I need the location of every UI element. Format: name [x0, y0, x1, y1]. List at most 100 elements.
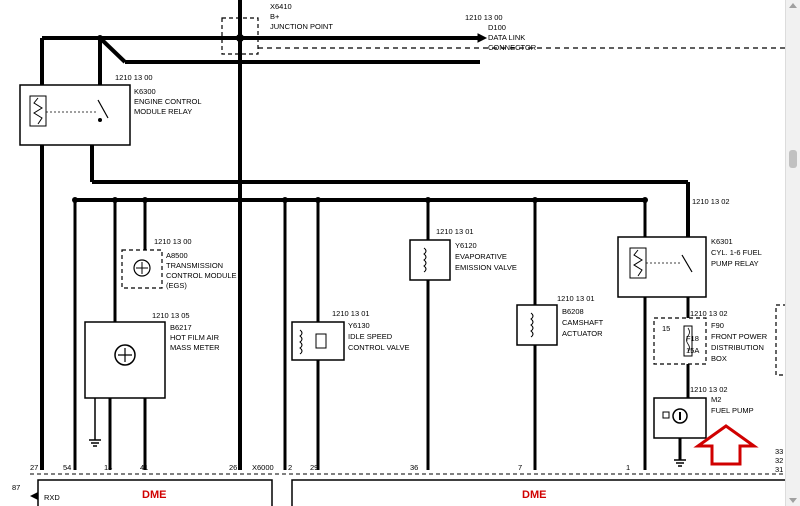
- b6217-symbol: [114, 344, 136, 366]
- y6120-name1: EVAPORATIVE: [455, 252, 507, 261]
- x6000-label: X6000: [252, 463, 274, 472]
- b6208-box: [516, 304, 558, 346]
- m2-name: FUEL PUMP: [711, 406, 754, 415]
- data-link-arrow: [477, 33, 488, 43]
- node-100-38: [97, 35, 103, 41]
- dme-pin-wires: [73, 200, 690, 470]
- b6217-id: B6217: [170, 323, 192, 332]
- red-arrow-annotation: [693, 424, 759, 466]
- b6208-name1: CAMSHAFT: [562, 318, 604, 327]
- a8500-name3: (EGS): [166, 281, 187, 290]
- y6120-coil: [423, 247, 427, 273]
- y6130-box: [291, 321, 345, 361]
- dme-right-label: DME: [522, 489, 546, 501]
- engine-control-relay-k6300: 1210 13 00 K6300 ENGINE CONTROL MODULE R…: [19, 73, 202, 146]
- fuse-f18-element: [686, 327, 690, 353]
- m2-small-square: [662, 411, 670, 419]
- pin-numbers: 27 54 14 41 26 2 29 36 7 1 87 33 32 31: [12, 447, 783, 492]
- a8500-id: A8500: [166, 251, 188, 260]
- d100-ref: 1210 13 00: [465, 13, 503, 22]
- y6120-ref: 1210 13 01: [436, 227, 474, 236]
- node-145-200: [142, 197, 148, 203]
- b6208-coil: [530, 312, 534, 338]
- fuse-id: F18: [686, 334, 699, 343]
- node-535-200: [532, 197, 538, 203]
- vertical-scrollbar[interactable]: [785, 0, 800, 506]
- f90-name3: BOX: [711, 354, 727, 363]
- node-645-200: [642, 197, 648, 203]
- fuel-pump-m2: 1210 13 02 M2 FUEL PUMP: [653, 385, 754, 439]
- d100-id: D100: [488, 23, 506, 32]
- pin-54: 54: [63, 463, 71, 472]
- y6120-id: Y6120: [455, 241, 477, 250]
- y6130-id: Y6130: [348, 321, 370, 330]
- y6120-name2: EMISSION VALVE: [455, 263, 517, 272]
- d100-name1: DATA LINK: [488, 33, 525, 42]
- b6217-ref: 1210 13 05: [152, 311, 190, 320]
- a8500-symbol: [133, 259, 151, 277]
- y6120-box: [409, 239, 451, 281]
- k6301-name2: PUMP RELAY: [711, 259, 759, 268]
- f90-dashed-box: [653, 317, 707, 365]
- data-link-connector-d100: 1210 13 00 D100 DATA LINK CONNECTOR: [465, 13, 537, 52]
- junction-node: [236, 34, 244, 42]
- f90-name2: DISTRIBUTION: [711, 343, 764, 352]
- fuel-pump-relay-k6301: 1210 13 02 K6301 CYL. 1-6 FUEL PUMP RELA…: [617, 197, 762, 298]
- junction-dashed-box: [221, 17, 259, 55]
- relay-diag-feed: [98, 36, 127, 64]
- pin-14: 14: [104, 463, 112, 472]
- pin-29: 29: [310, 463, 318, 472]
- fuse-pin: 15: [662, 324, 670, 333]
- pin-33: 33: [775, 447, 783, 456]
- scroll-down-arrow-icon[interactable]: [789, 498, 797, 503]
- camshaft-actuator-b6208: 1210 13 01 B6208 CAMSHAFT ACTUATOR: [516, 294, 604, 346]
- pin-2: 2: [288, 463, 292, 472]
- y6130-ref: 1210 13 01: [332, 309, 370, 318]
- f90-ref: 1210 13 02: [690, 309, 728, 318]
- b6208-ref: 1210 13 01: [557, 294, 595, 303]
- k6300-id: K6300: [134, 87, 156, 96]
- transmission-control-module-a8500: 1210 13 00 A8500 TRANSMISSION CONTROL MO…: [121, 237, 237, 290]
- m2-id: M2: [711, 395, 721, 404]
- k6300-contact: [98, 118, 102, 122]
- k6300-ref: 1210 13 00: [115, 73, 153, 82]
- b6208-id: B6208: [562, 307, 584, 316]
- k6301-ref: 1210 13 02: [692, 197, 730, 206]
- k6300-name1: ENGINE CONTROL: [134, 97, 202, 106]
- k6300-coil-zigzag: [33, 97, 43, 125]
- dme-connector: DME DME RXD X6000: [30, 463, 790, 506]
- node-285-200: [282, 197, 288, 203]
- f90-name1: FRONT POWER: [711, 332, 768, 341]
- k6301-name1: CYL. 1-6 FUEL: [711, 248, 762, 257]
- dme-left-label: DME: [142, 489, 166, 501]
- b6208-name2: ACTUATOR: [562, 329, 603, 338]
- fuse-f18: [683, 325, 693, 357]
- pin-87: 87: [12, 483, 20, 492]
- node-318-200: [315, 197, 321, 203]
- scroll-up-arrow-icon[interactable]: [789, 3, 797, 8]
- k6300-coil: [29, 95, 47, 127]
- node-428-200: [425, 197, 431, 203]
- k6301-box: [617, 236, 707, 298]
- a8500-symbol-inner: [136, 262, 148, 274]
- idle-speed-valve-y6130: 1210 13 01 Y6130 IDLE SPEED CONTROL VALV…: [291, 309, 410, 361]
- ground-symbol-right: [674, 459, 686, 467]
- pin-36: 36: [410, 463, 418, 472]
- b6217-name2: MASS METER: [170, 343, 220, 352]
- x6410-name2: JUNCTION POINT: [270, 22, 333, 31]
- pin-32: 32: [775, 456, 783, 465]
- fuse-rating: 15A: [686, 346, 699, 355]
- power-bus: [40, 0, 690, 470]
- pin-1: 1: [626, 463, 630, 472]
- pin-26: 26: [229, 463, 237, 472]
- m2-ref: 1210 13 02: [690, 385, 728, 394]
- k6300-switch: [97, 99, 109, 119]
- scroll-thumb[interactable]: [789, 150, 797, 168]
- pin-31: 31: [775, 465, 783, 474]
- node-75-200: [72, 197, 78, 203]
- bus-junction-dots: [72, 35, 648, 203]
- evap-emission-valve-y6120: 1210 13 01 Y6120 EVAPORATIVE EMISSION VA…: [409, 227, 517, 281]
- a8500-name2: CONTROL MODULE: [166, 271, 237, 280]
- k6301-coil-zigzag: [633, 249, 643, 277]
